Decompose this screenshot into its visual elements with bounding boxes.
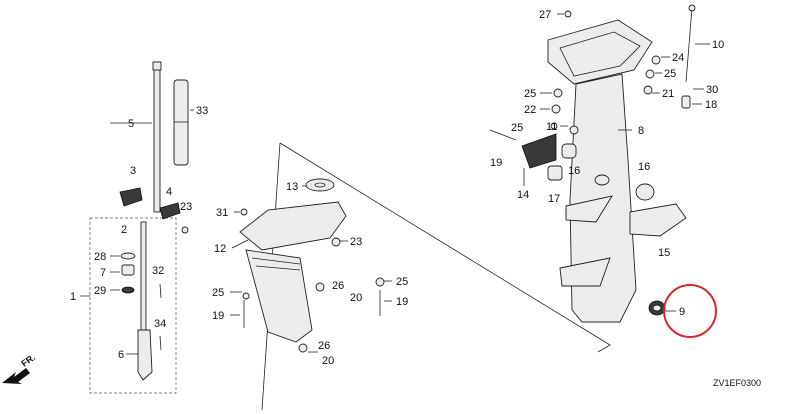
- clip-4: [159, 202, 189, 234]
- callout-26: 26: [332, 280, 344, 292]
- callout-16: 16: [638, 161, 650, 173]
- shift-rod: [137, 221, 153, 381]
- mounting-plate-27: [547, 10, 653, 85]
- callout-24: 24: [672, 52, 684, 64]
- callout-3: 3: [130, 165, 136, 177]
- callout-23: 23: [180, 201, 192, 213]
- callout-6: 6: [118, 349, 124, 361]
- shift-joint: [119, 187, 143, 207]
- callout-29: 29: [94, 285, 106, 297]
- callout-labels: 27 10 24 25 30 21 18 25 22 11 25 8 19 16…: [70, 9, 724, 367]
- callout-1: 1: [70, 291, 76, 303]
- direction-label: FR.: [19, 352, 37, 369]
- callout-18: 18: [705, 99, 717, 111]
- callout-19: 19: [396, 296, 408, 308]
- callout-25: 25: [511, 122, 523, 134]
- callout-25: 25: [664, 68, 676, 80]
- callout-32: 32: [152, 265, 164, 277]
- callout-16: 16: [568, 165, 580, 177]
- callout-5: 5: [128, 118, 134, 130]
- callout-8: 8: [638, 125, 644, 137]
- callout-19: 19: [490, 157, 502, 169]
- grommet-28-7-29: [120, 252, 136, 294]
- bolts-middle: [240, 208, 385, 353]
- callout-10: 10: [712, 39, 724, 51]
- callout-21: 21: [662, 88, 674, 100]
- callout-33: 33: [196, 105, 208, 117]
- seal-9: [648, 300, 666, 316]
- small-parts-right: [489, 55, 691, 141]
- callout-27: 27: [539, 9, 551, 21]
- drive-shaft: [152, 61, 162, 213]
- callout-25: 25: [396, 276, 408, 288]
- callout-23: 23: [350, 236, 362, 248]
- callout-25: 25: [524, 88, 536, 100]
- front-direction-arrow: FR.: [2, 352, 37, 384]
- bracket-14: [521, 122, 558, 186]
- callout-2: 2: [121, 224, 127, 236]
- mount-rubber-13: [305, 178, 335, 192]
- callout-30: 30: [706, 84, 718, 96]
- shaft-group-outline: [89, 217, 177, 394]
- callout-25: 25: [212, 287, 224, 299]
- callout-34: 34: [154, 318, 166, 330]
- callout-19: 19: [212, 310, 224, 322]
- callout-22: 22: [524, 104, 536, 116]
- extension-case-12: [239, 201, 347, 343]
- callout-31: 31: [216, 207, 228, 219]
- callout-12: 12: [214, 243, 226, 255]
- shift-rod-10: [685, 4, 696, 83]
- shaft-housing-8: [559, 73, 637, 323]
- callout-14: 14: [517, 189, 529, 201]
- callout-7: 7: [100, 267, 106, 279]
- diagram-code: ZV1EF0300: [713, 378, 761, 388]
- cushions-16-17: [547, 143, 655, 201]
- callout-20: 20: [322, 355, 334, 367]
- callout-26: 26: [318, 340, 330, 352]
- callout-28: 28: [94, 251, 106, 263]
- highlight-circle: [663, 284, 717, 338]
- shaft-sleeve: [173, 79, 189, 166]
- pins-32-34: [159, 283, 162, 351]
- callout-20: 20: [350, 292, 362, 304]
- callout-13: 13: [286, 181, 298, 193]
- callout-4: 4: [166, 186, 172, 198]
- callout-15: 15: [658, 247, 670, 259]
- leader-lines: [80, 13, 710, 355]
- callout-11: 11: [546, 121, 557, 133]
- callout-9: 9: [679, 306, 685, 318]
- cover-15: [629, 203, 687, 237]
- callout-17: 17: [548, 193, 560, 205]
